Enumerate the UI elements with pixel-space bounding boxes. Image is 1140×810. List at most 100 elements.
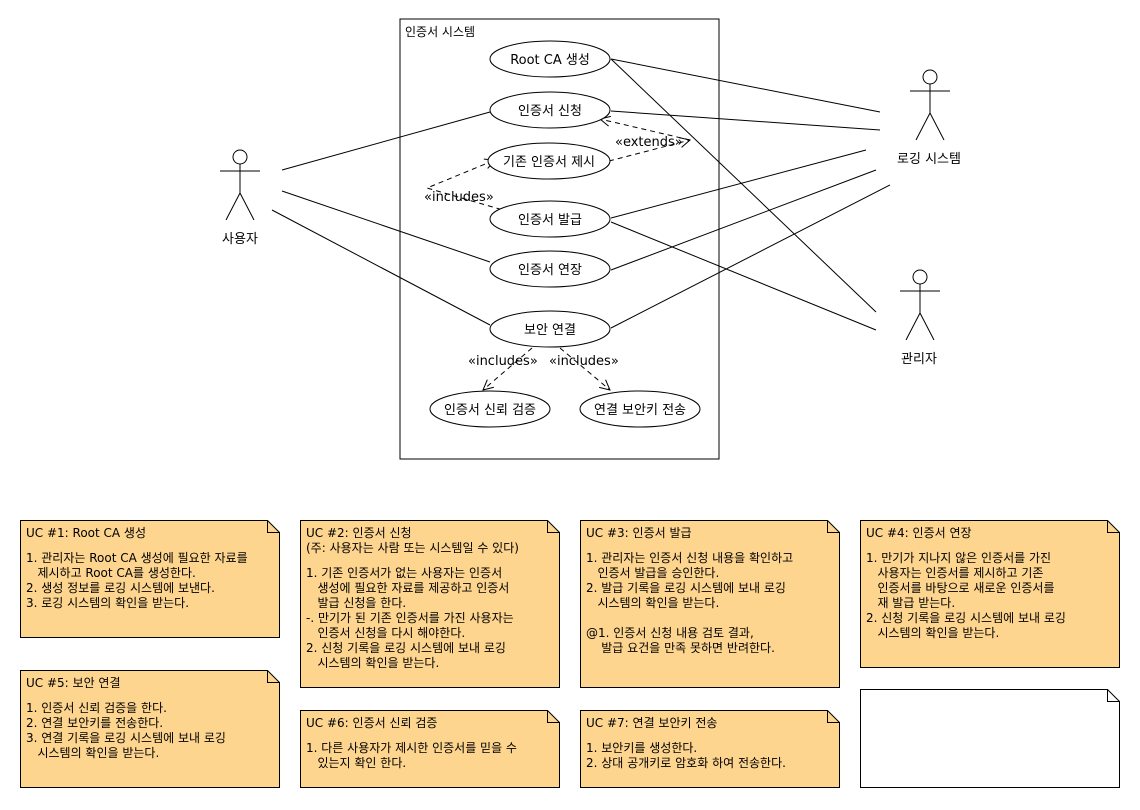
note-title: UC #7: 연결 보안키 전송	[586, 716, 718, 730]
note-spacer	[26, 691, 274, 701]
usecase-issue: 인증서 발급	[489, 200, 611, 238]
assoc-user-request	[281, 111, 491, 171]
note-line: 발급 신청을 한다.	[306, 596, 407, 610]
note-blank	[860, 689, 1120, 788]
note-spacer	[586, 731, 834, 741]
note-spacer	[586, 541, 834, 551]
note-line: 있는지 확인 한다.	[306, 756, 407, 770]
note-line: 1. 관리자는 인증서 신청 내용을 확인하고	[586, 551, 794, 565]
note-title: UC #1: Root CA 생성	[26, 526, 147, 540]
extends-label: «extends»	[615, 135, 683, 150]
assoc-request-logging	[610, 110, 881, 131]
note-title: UC #2: 인증서 신청 (주: 사용자는 사람 또는 시스템일 수 있다)	[306, 526, 519, 555]
note-shape	[580, 520, 840, 688]
use-case-diagram: 인증서 시스템 «extends» «includes» «includes» …	[220, 18, 961, 460]
assoc-issue-admin	[610, 221, 877, 331]
system-name: 인증서 시스템	[405, 25, 475, 39]
actor-logging-icon	[910, 69, 950, 141]
note-line: 시스템의 확인을 받는다.	[26, 746, 160, 760]
note-content: UC #6: 인증서 신뢰 검증 1. 다른 사용자가 제시한 인증서를 믿을 수…	[306, 716, 554, 771]
associations	[271, 58, 891, 331]
note-line: 인증서 발급을 승인한다.	[586, 566, 720, 580]
usecase-rootca-label: Root CA 생성	[510, 53, 590, 68]
actor-user-icon	[220, 149, 260, 221]
note-line: 1. 다른 사용자가 제시한 인증서를 믿을 수	[306, 741, 517, 755]
usecase-secure-label: 보안 연결	[524, 323, 576, 338]
note-line: -. 만기가 된 기존 인증서를 가진 사용자는	[306, 611, 514, 625]
note-shape	[20, 520, 280, 638]
note-spacer	[306, 731, 554, 741]
note-content: UC #1: Root CA 생성 1. 관리자는 Root CA 생성에 필요한…	[26, 526, 274, 611]
note-line: 제시하고 Root CA를 생성한다.	[26, 566, 196, 580]
note-line: 1. 기존 인증서가 없는 사용자는 인증서	[306, 566, 503, 580]
assoc-renew-logging	[610, 169, 877, 271]
note-uc1: UC #1: Root CA 생성 1. 관리자는 Root CA 생성에 필요한…	[20, 520, 280, 638]
actor-user-label: 사용자	[222, 232, 258, 247]
note-line: 2. 상대 공개키로 암호화 하여 전송한다.	[586, 756, 786, 770]
includes-present-arrow	[425, 160, 511, 213]
actor-admin-label: 관리자	[901, 352, 937, 367]
note-spacer	[866, 541, 1114, 551]
usecase-renew: 인증서 연장	[489, 250, 611, 288]
system-boundary	[399, 18, 720, 460]
note-shape	[300, 520, 560, 688]
note-line: 인증서 신청을 다시 해야한다.	[306, 626, 466, 640]
note-line: 2. 신청 기록을 로깅 시스템에 보내 로깅	[306, 641, 506, 655]
usecase-present-label: 기존 인증서 제시	[503, 155, 595, 170]
note-line: 시스템의 확인을 받는다.	[586, 596, 720, 610]
note-uc2: UC #2: 인증서 신청 (주: 사용자는 사람 또는 시스템일 수 있다) 1…	[300, 520, 560, 688]
note-shape	[860, 520, 1120, 668]
assoc-secure-logging	[610, 184, 891, 329]
actor-admin-icon	[900, 269, 940, 341]
note-line: 생성에 필요한 자료를 제공하고 인증서	[306, 581, 510, 595]
note-line: 1. 만기가 지나지 않은 인증서를 가진	[866, 551, 1052, 565]
usecase-secure: 보안 연결	[489, 310, 611, 348]
note-line: 재 발급 받는다.	[866, 596, 956, 610]
extends-arrow	[608, 140, 690, 162]
assoc-rootca-logging	[610, 58, 881, 113]
includes-sendkey-arrow	[559, 347, 610, 390]
note-line: 2. 신청 기록을 로깅 시스템에 보내 로깅	[866, 611, 1066, 625]
note-line: 1. 관리자는 Root CA 생성에 필요한 자료를	[26, 551, 248, 565]
note-line: @1. 인증서 신청 내용 검토 결과,	[586, 626, 754, 640]
note-line: 인증서를 바탕으로 새로운 인증서를	[866, 581, 1055, 595]
note-spacer	[26, 541, 274, 551]
note-line: 발급 요건을 만족 못하면 반려한다.	[586, 641, 775, 655]
actor-logging-label: 로깅 시스템	[897, 152, 961, 167]
note-line: 3. 로깅 시스템의 확인을 받는다.	[26, 596, 190, 610]
usecase-rootca: Root CA 생성	[489, 40, 611, 78]
usecase-sendkey: 연결 보안키 전송	[579, 390, 701, 428]
note-line: 3. 연결 기록을 로깅 시스템에 보내 로깅	[26, 731, 226, 745]
note-shape	[860, 689, 1120, 788]
usecase-issue-label: 인증서 발급	[518, 213, 582, 228]
usecase-request-label: 인증서 신청	[518, 104, 582, 119]
note-shape	[300, 710, 560, 788]
assoc-issue-logging	[610, 149, 867, 219]
note-line: 2. 생성 정보를 로깅 시스템에 보낸다.	[26, 581, 215, 595]
includes-present-label: «includes»	[424, 190, 494, 205]
usecase-verify-label: 인증서 신뢰 검증	[444, 403, 536, 418]
note-line: 시스템의 확인을 받는다.	[866, 626, 1000, 640]
includes-verify-label: «includes»	[468, 354, 538, 369]
dependencies	[425, 119, 690, 390]
usecase-sendkey-label: 연결 보안키 전송	[594, 403, 686, 418]
note-line: 사용자는 인증서를 제시하고 기존	[866, 566, 1044, 580]
assoc-user-secure	[271, 209, 491, 326]
note-line: 시스템의 확인을 받는다.	[306, 656, 440, 670]
note-uc6: UC #6: 인증서 신뢰 검증 1. 다른 사용자가 제시한 인증서를 믿을 수…	[300, 710, 560, 788]
includes-verify-arrow	[483, 347, 533, 390]
includes-sendkey-label: «includes»	[549, 354, 619, 369]
note-line	[586, 611, 834, 626]
usecase-renew-label: 인증서 연장	[518, 263, 582, 278]
assoc-user-renew	[281, 190, 491, 263]
note-line: 1. 인증서 신뢰 검증을 한다.	[26, 701, 167, 715]
note-title: UC #6: 인증서 신뢰 검증	[306, 716, 438, 730]
usecase-present: 기존 인증서 제시	[487, 142, 611, 180]
note-shape	[580, 710, 840, 788]
